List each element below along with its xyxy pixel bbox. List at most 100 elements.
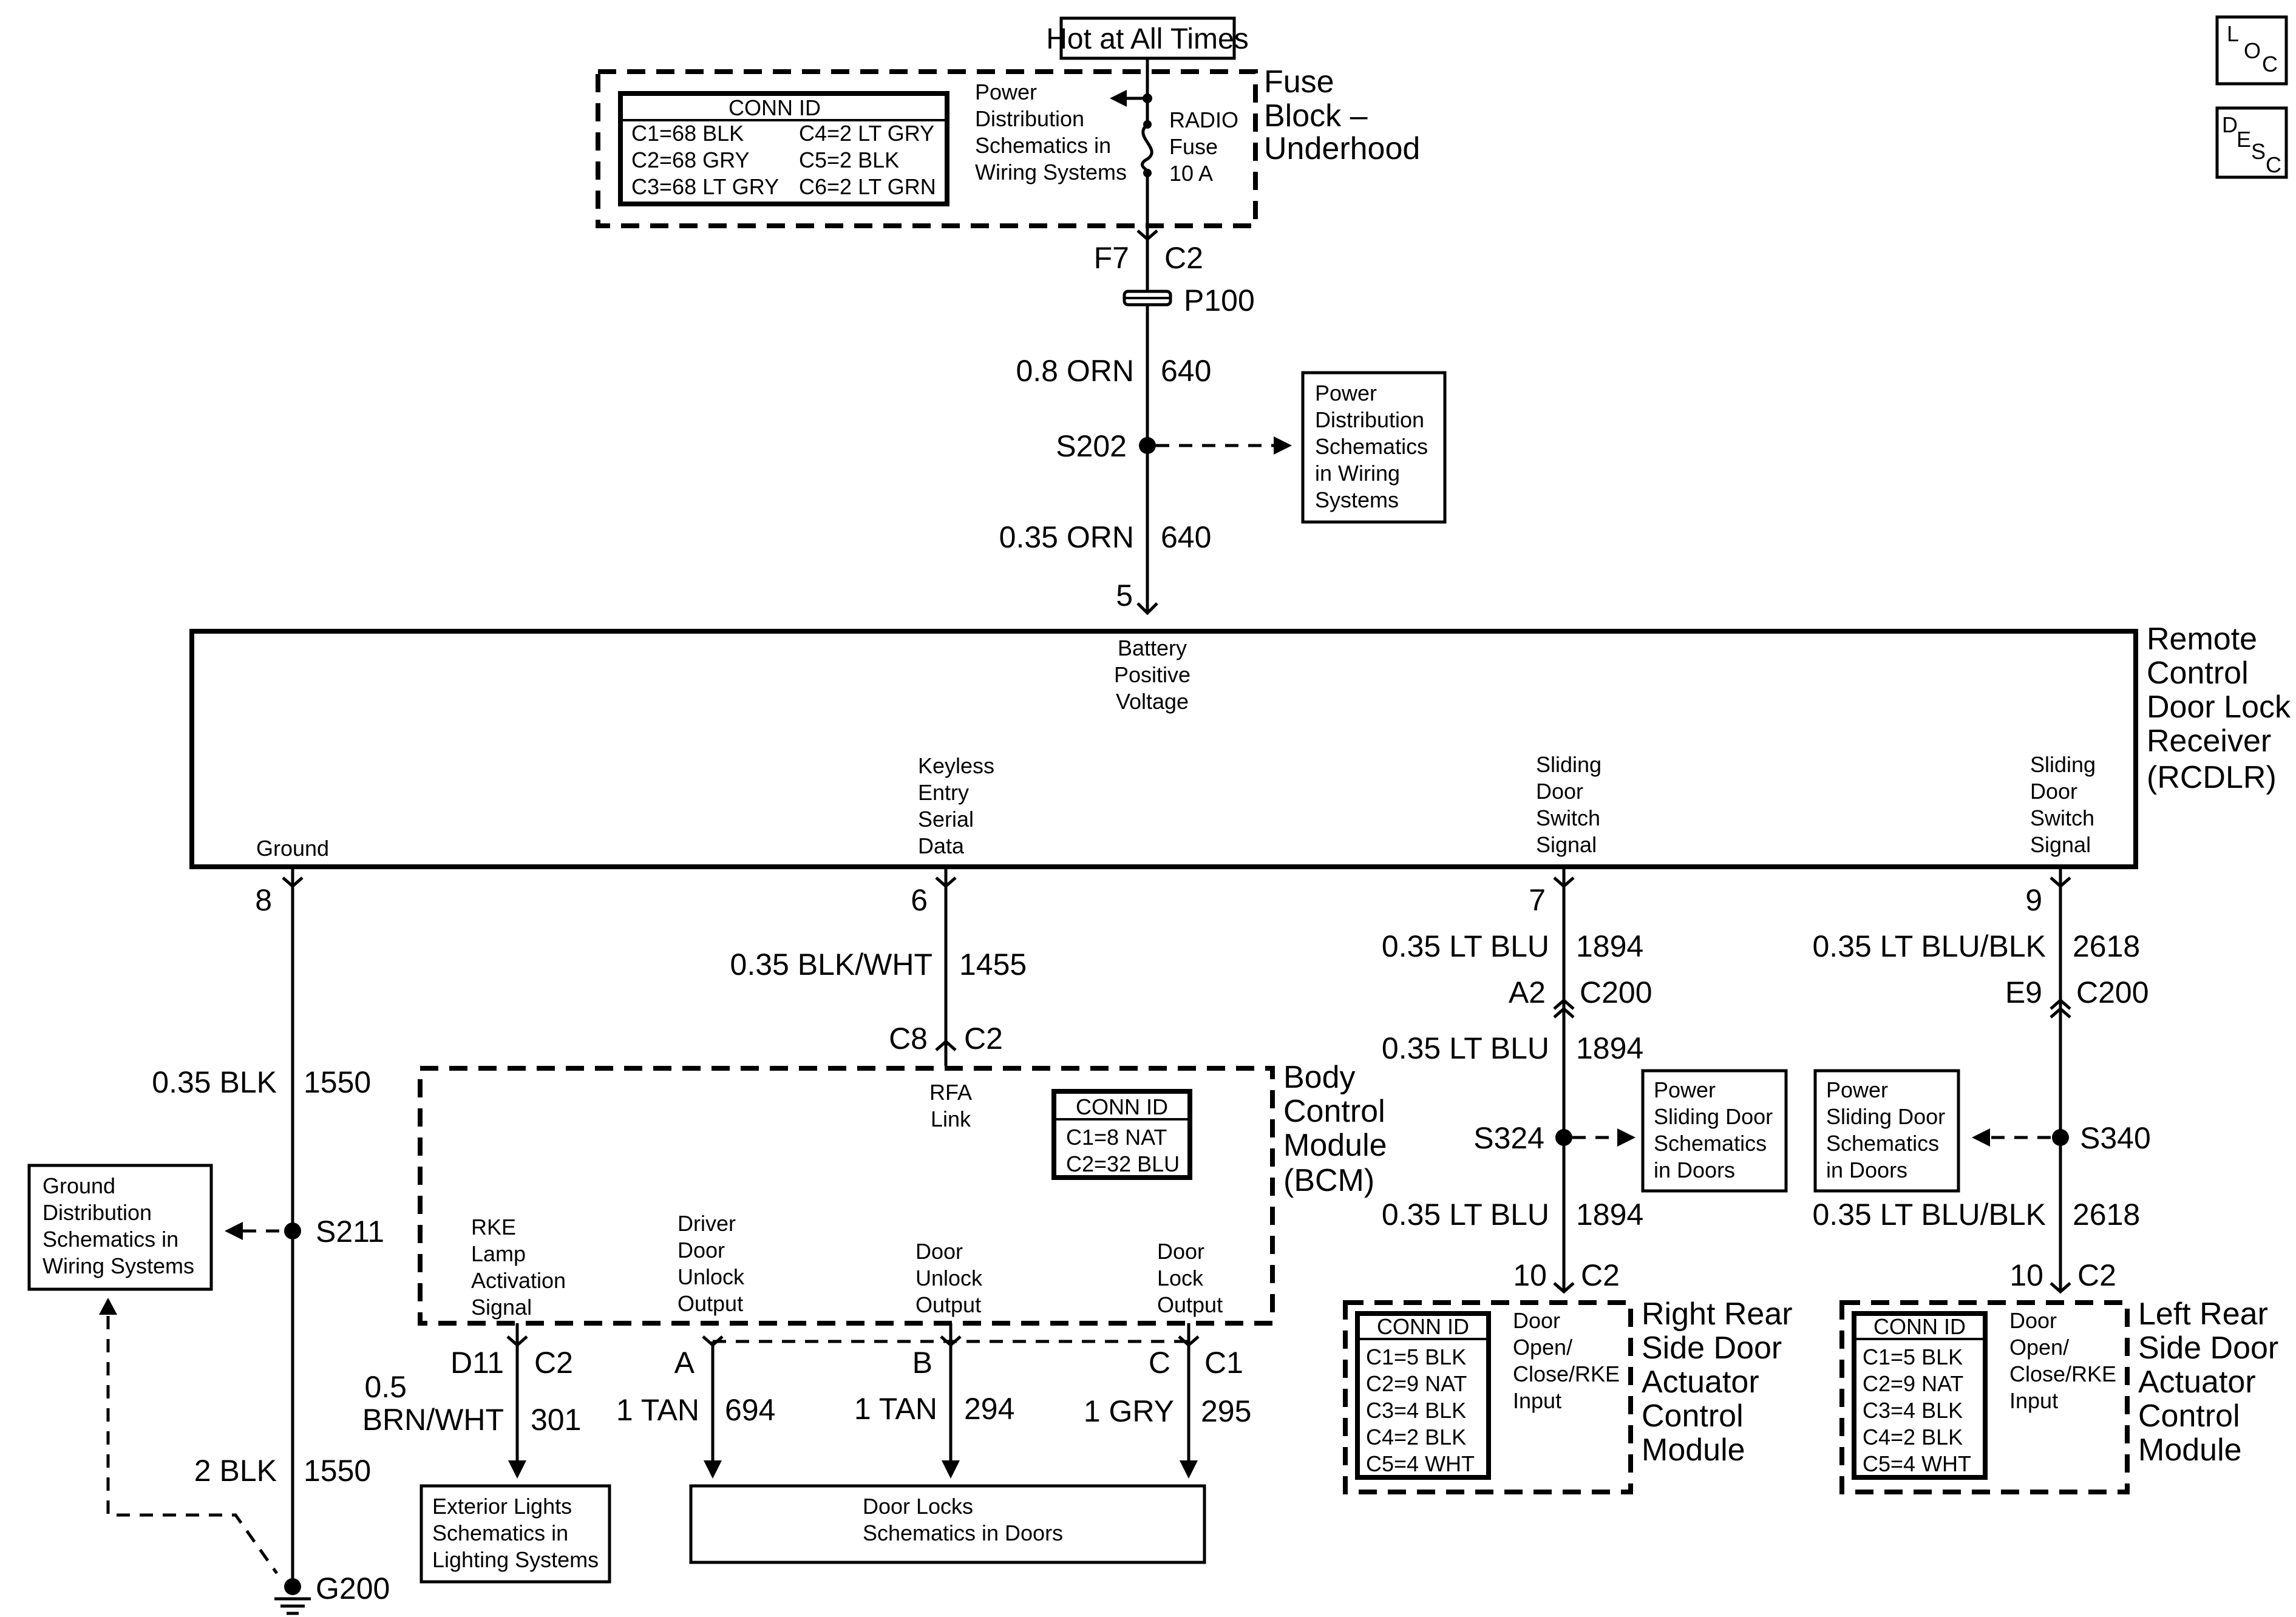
svg-text:Signal: Signal: [471, 1295, 532, 1320]
wire-gauge-left-1: 0.35 LT BLU/BLK: [1813, 929, 2046, 963]
rcdlr-slide1-label: Sliding Door Switch Signal: [1536, 752, 1601, 857]
svg-text:Module: Module: [1283, 1128, 1387, 1163]
svg-text:Distribution: Distribution: [42, 1200, 152, 1225]
splice-s340-dot: [2052, 1129, 2069, 1146]
right-module-name: Right Rear Side Door Actuator Control Mo…: [1642, 1297, 1793, 1468]
svg-text:Remote: Remote: [2147, 622, 2257, 657]
s202-power-ref[interactable]: Power Distribution Schematics in Wiring …: [1301, 371, 1447, 524]
svg-text:Unlock: Unlock: [678, 1264, 745, 1289]
wire-circuit-right-2: 1894: [1576, 1031, 1643, 1065]
desc-letter-d: D: [2222, 112, 2238, 137]
wire-gauge-data: 0.35 BLK/WHT: [730, 947, 932, 981]
splice-s324-dot: [1555, 1129, 1572, 1146]
loc-letter-c: C: [2262, 52, 2278, 76]
svg-text:Battery: Battery: [1118, 636, 1187, 660]
ground-g200-icon: [274, 1597, 311, 1615]
svg-text:C5=2 BLK: C5=2 BLK: [799, 147, 899, 172]
desc-icon[interactable]: D E S C: [2215, 106, 2288, 179]
svg-text:C1=5 BLK: C1=5 BLK: [1863, 1344, 1963, 1369]
splice-s202-dot: [1139, 437, 1156, 454]
svg-text:Driver: Driver: [678, 1211, 736, 1236]
svg-text:CONN ID: CONN ID: [729, 95, 821, 120]
door-locks-ref[interactable]: Door Locks Schematics in Doors: [689, 1484, 1206, 1564]
conn-c2-top: C2: [1164, 241, 1203, 275]
wire-gauge-left-2: 0.35 LT BLU/BLK: [1813, 1198, 2046, 1232]
svg-text:Block –: Block –: [1264, 98, 1368, 134]
conn-c200-right: C200: [1580, 975, 1652, 1009]
right-sliding-door-ref[interactable]: Power Sliding Door Schematics in Doors: [1641, 1069, 1788, 1193]
svg-text:C3=68 LT GRY: C3=68 LT GRY: [631, 174, 779, 199]
rcdlr-slide2-label: Sliding Door Switch Signal: [2030, 752, 2096, 857]
svg-text:Output: Output: [1157, 1292, 1223, 1317]
bcm-name: Body Control Module (BCM): [1283, 1060, 1387, 1198]
svg-text:Side Door: Side Door: [2138, 1331, 2278, 1366]
svg-text:Schematics: Schematics: [1826, 1131, 1939, 1156]
svg-text:Unlock: Unlock: [915, 1266, 983, 1290]
conn-c200-left: C200: [2076, 975, 2149, 1009]
wire-circuit-ground-1: 1550: [304, 1065, 371, 1099]
svg-text:Close/RKE: Close/RKE: [1513, 1361, 1620, 1386]
svg-text:C4=2 LT GRY: C4=2 LT GRY: [799, 121, 934, 146]
rcdlr-pin-9: 9: [2025, 883, 2042, 917]
wire-circuit-top-1: 640: [1161, 354, 1211, 388]
svg-text:Power: Power: [1654, 1077, 1716, 1102]
wire-gauge-right-2: 0.35 LT BLU: [1382, 1031, 1549, 1065]
svg-text:Door: Door: [1157, 1239, 1204, 1264]
svg-text:C5=4 WHT: C5=4 WHT: [1366, 1451, 1475, 1476]
svg-text:Power: Power: [1826, 1077, 1888, 1102]
svg-text:Output: Output: [678, 1291, 743, 1316]
wire-gauge-ground-1: 0.35 BLK: [152, 1065, 277, 1099]
splice-s202: S202: [1056, 429, 1127, 463]
conn-p100: P100: [1184, 283, 1255, 317]
svg-text:Door: Door: [2030, 779, 2077, 804]
svg-text:C1=5 BLK: C1=5 BLK: [1366, 1344, 1466, 1369]
desc-letter-c2: C: [2266, 152, 2281, 177]
svg-text:Signal: Signal: [1536, 832, 1597, 857]
svg-text:Body: Body: [1283, 1060, 1356, 1095]
svg-text:C1=68 BLK: C1=68 BLK: [631, 121, 744, 146]
svg-text:Left Rear: Left Rear: [2138, 1297, 2268, 1332]
inline-connector-a2: [1553, 998, 1575, 1019]
svg-text:in Doors: in Doors: [1826, 1158, 1907, 1182]
wire-gauge-rke-2: BRN/WHT: [362, 1403, 504, 1437]
left-sliding-door-ref[interactable]: Power Sliding Door Schematics in Doors: [1813, 1069, 1960, 1193]
ground-ref-dashed-link: [106, 1316, 279, 1575]
right-rear-module: [1343, 1300, 1633, 1494]
loc-icon[interactable]: L O C: [2215, 15, 2288, 86]
left-module-conn-id: CONN ID C1=5 BLK C2=9 NAT C3=4 BLK C4=2 …: [1852, 1311, 1988, 1480]
svg-text:in Wiring: in Wiring: [1315, 461, 1400, 486]
ground-distribution-ref[interactable]: Ground Distribution Schematics in Wiring…: [27, 1164, 213, 1291]
svg-text:Input: Input: [1513, 1388, 1561, 1413]
svg-text:Fuse: Fuse: [1169, 134, 1218, 159]
svg-text:C2=68 GRY: C2=68 GRY: [631, 147, 749, 172]
rcdlr-pin-7: 7: [1529, 883, 1546, 917]
svg-text:Sliding Door: Sliding Door: [1654, 1104, 1773, 1129]
svg-text:(RCDLR): (RCDLR): [2147, 760, 2277, 795]
svg-text:Schematics in Doors: Schematics in Doors: [863, 1520, 1063, 1545]
wire-circuit-left-1: 2618: [2073, 929, 2140, 963]
svg-text:CONN ID: CONN ID: [1076, 1094, 1168, 1119]
wire-circuit-right-1: 1894: [1576, 929, 1643, 963]
svg-text:Underhood: Underhood: [1264, 131, 1420, 166]
svg-text:Sliding: Sliding: [1536, 752, 1601, 777]
ground-g200: G200: [316, 1571, 390, 1605]
svg-text:Door Lock: Door Lock: [2147, 690, 2291, 725]
fuse-power-ref[interactable]: Power Distribution Schematics in Wiring …: [975, 80, 1127, 185]
svg-text:Schematics in: Schematics in: [42, 1227, 178, 1252]
fuse-block-name: Fuse Block – Underhood: [1264, 64, 1420, 166]
wire-circuit-left-2: 2618: [2073, 1198, 2140, 1232]
svg-text:Actuator: Actuator: [2138, 1364, 2256, 1400]
svg-text:Door: Door: [915, 1239, 963, 1264]
svg-text:C3=4 BLK: C3=4 BLK: [1366, 1398, 1466, 1423]
svg-text:Close/RKE: Close/RKE: [2009, 1361, 2116, 1386]
bcm-conn-c1: C1: [1204, 1346, 1243, 1380]
svg-text:RADIO: RADIO: [1169, 107, 1238, 132]
bcm-pin-c: C: [1149, 1346, 1170, 1380]
bcm-pin-a: A: [674, 1346, 695, 1380]
bcm-module: [418, 1066, 1275, 1326]
svg-text:CONN ID: CONN ID: [1377, 1314, 1469, 1339]
svg-text:Distribution: Distribution: [975, 106, 1084, 131]
svg-text:Schematics: Schematics: [1654, 1131, 1767, 1156]
exterior-lights-ref[interactable]: Exterior Lights Schematics in Lighting S…: [419, 1484, 611, 1584]
